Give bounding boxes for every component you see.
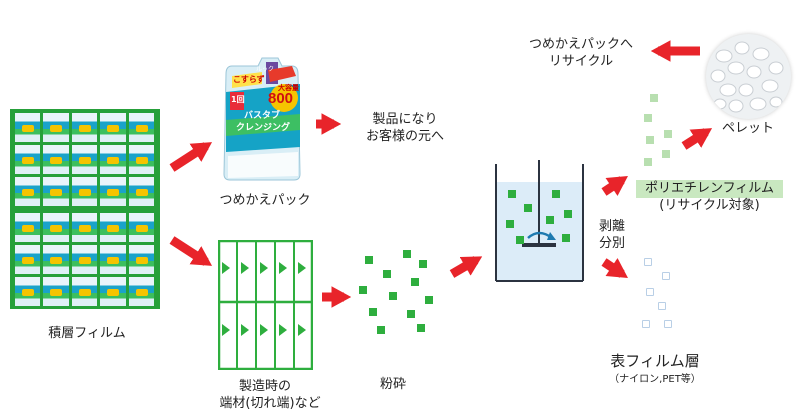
sheet-print-badge <box>107 157 120 164</box>
peel-label-line2: 分別 <box>598 236 625 251</box>
refill-pack-image: こすらず 大容量 800 1回 バスタブ クレンジング ルック <box>222 52 302 182</box>
sheet-print-badge <box>107 125 120 132</box>
pack-one-time: 1回 <box>231 95 245 104</box>
surface-film-sublabel: （ナイロン,PET等） <box>609 374 701 385</box>
sheet-print-badge <box>22 257 34 264</box>
arrow-sheet-to-pack <box>169 142 213 172</box>
crushed-label: 粉砕 <box>379 377 406 392</box>
pe-film-highlight <box>636 180 783 198</box>
sheet-print-badge <box>107 257 120 264</box>
sheet-print-badge <box>50 189 63 196</box>
sheet-print-badge <box>22 157 34 164</box>
sheet-print-badge <box>22 289 34 296</box>
pellet-label: ペレット <box>721 121 774 136</box>
pack-brand: ルック <box>256 66 275 73</box>
sheet-print-badge <box>50 289 63 296</box>
sheet-print-badge <box>107 189 120 196</box>
arrow-tank-to-surface <box>601 258 628 278</box>
sheet-print-badge <box>50 157 63 164</box>
refill-pack-label: つめかえパック <box>219 193 311 208</box>
pack-size-tag: 大容量 <box>278 84 299 92</box>
arrow-tank-to-pe <box>601 176 628 196</box>
surface-film-particles <box>640 256 680 336</box>
offcut-label-line1: 製造時の <box>238 379 291 394</box>
product-to-customer-line1: 製品になり <box>372 112 438 127</box>
pack-badge-text: こすらず <box>233 75 265 84</box>
pe-film-particles <box>640 92 680 172</box>
separation-tank <box>492 160 587 285</box>
sheet-print-badge <box>78 257 91 264</box>
sheet-print-badge <box>135 157 148 164</box>
crushed-particles <box>355 250 445 340</box>
sheet-print-badge <box>50 125 63 132</box>
pack-volume: 800 <box>268 90 294 107</box>
product-to-customer-line2: お客様の元へ <box>365 129 444 144</box>
recycle-label-line1: つめかえパックへ <box>528 37 633 52</box>
sheet-print-badge <box>135 189 148 196</box>
arrow-sheet-to-offcut <box>169 236 213 266</box>
sheet-print-badge <box>22 125 34 132</box>
recycle-label-line2: リサイクル <box>548 54 614 69</box>
sheet-print-badge <box>78 225 91 232</box>
sheet-print-badge <box>135 289 148 296</box>
peel-label-line1: 剥離 <box>598 219 625 234</box>
arrow-pe-to-pellet <box>681 128 713 150</box>
sheet-print-badge <box>78 189 91 196</box>
sheet-print-badge <box>78 289 91 296</box>
arrow-crushed-to-tank <box>449 256 483 278</box>
pack-name-2: クレンジング <box>236 123 291 133</box>
offcut-label-line2: 端材(切れ端)など <box>219 396 321 411</box>
sheet-print-badge <box>135 125 148 132</box>
pe-film-label-line1: ポリエチレンフィルム <box>644 181 775 196</box>
surface-film-label: 表フィルム層 <box>610 352 700 370</box>
sheet-print-badge <box>135 257 148 264</box>
laminate-film-label: 積層フィルム <box>48 326 126 341</box>
sheet-print-badge <box>22 189 34 196</box>
sheet-print-badge <box>78 157 91 164</box>
sheet-print-badge <box>107 225 120 232</box>
pellets-image <box>706 34 791 119</box>
pack-name-1: バスタブ <box>244 111 281 121</box>
offcut-material <box>217 239 314 371</box>
sheet-print-badge <box>22 225 34 232</box>
laminate-film-sheet <box>10 109 160 309</box>
sheet-print-badge <box>50 257 63 264</box>
laminate-film-print-grid <box>14 113 156 306</box>
sheet-print-badge <box>107 289 120 296</box>
sheet-print-badge <box>135 225 148 232</box>
sheet-print-badge <box>50 225 63 232</box>
pe-film-label-line2: (リサイクル対象) <box>659 198 760 213</box>
sheet-print-badge <box>78 125 91 132</box>
